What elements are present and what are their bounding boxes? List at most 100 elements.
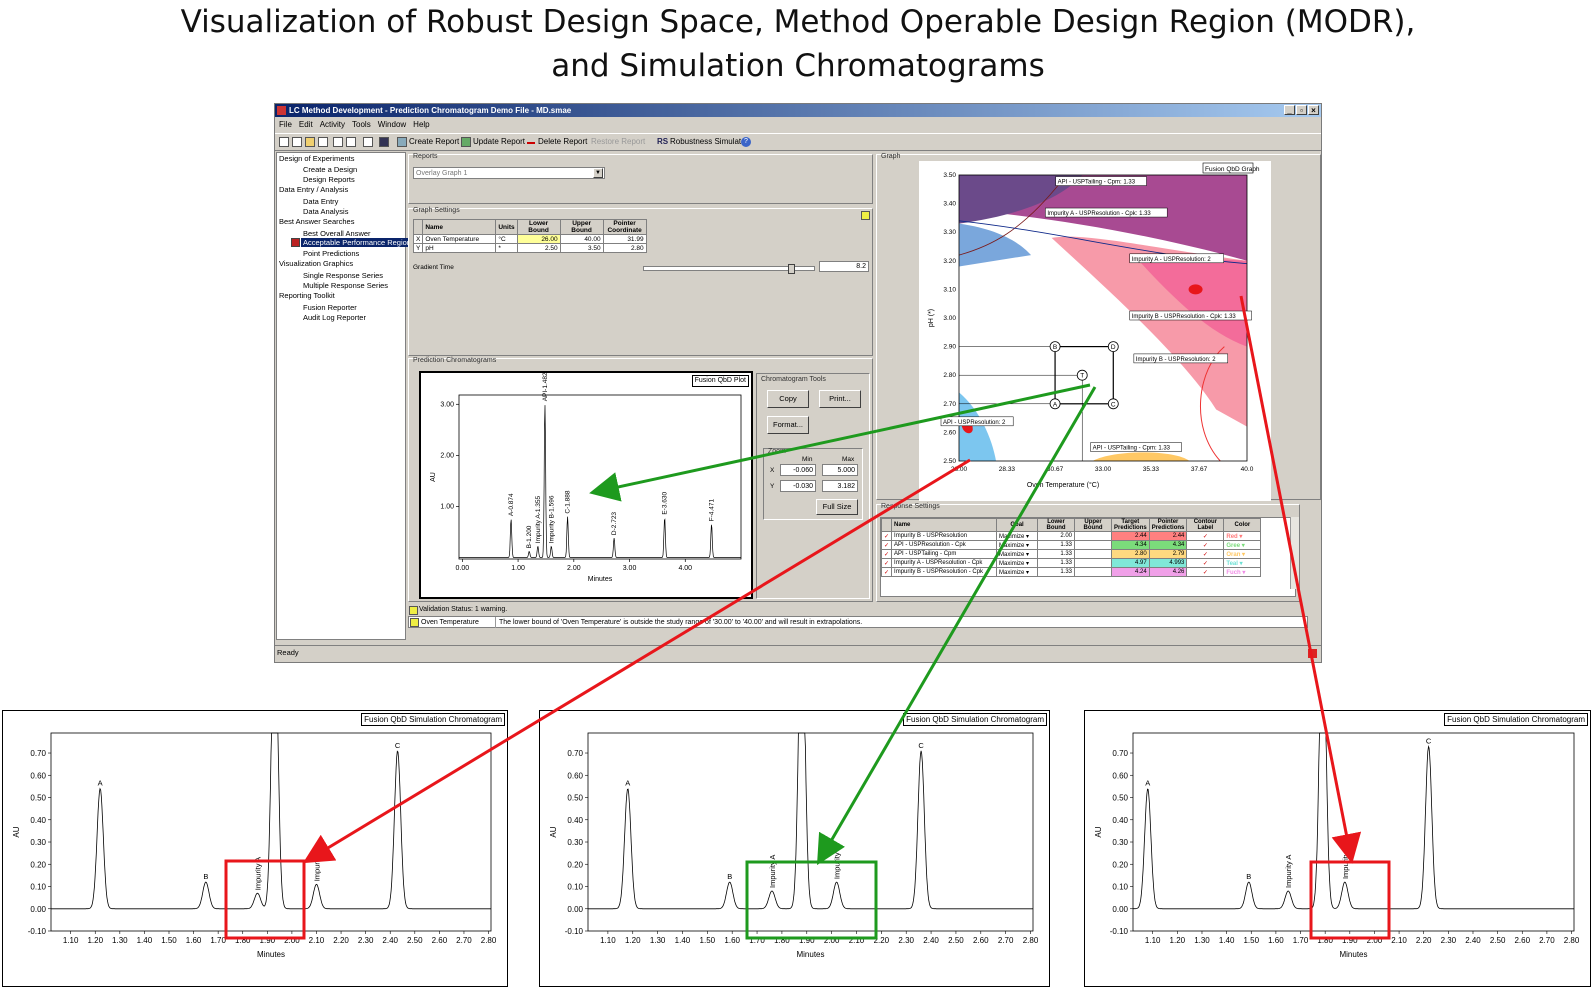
- checkbox-icon[interactable]: ✓: [881, 531, 893, 541]
- zoom-y-max-input[interactable]: 3.182: [822, 480, 858, 492]
- update-report-button[interactable]: Update Report: [473, 137, 526, 146]
- response-name[interactable]: Impurity B - USPResolution: [891, 531, 998, 541]
- response-name[interactable]: Impurity B - USPResolution - Cpk: [891, 567, 998, 577]
- update-report-icon[interactable]: [461, 137, 471, 147]
- upper-bound-y[interactable]: 3.50: [559, 243, 604, 253]
- response-lower[interactable]: 1.33: [1037, 540, 1076, 550]
- menu-activity[interactable]: Activity: [319, 120, 346, 129]
- validation-message-row[interactable]: Oven Temperature The lower bound of 'Ove…: [408, 616, 1308, 628]
- contour-label-check[interactable]: ✓: [1186, 549, 1225, 559]
- chevron-down-icon[interactable]: ▼: [593, 168, 603, 178]
- new-file-icon[interactable]: [279, 137, 289, 147]
- response-color[interactable]: Oran ▾: [1223, 549, 1262, 559]
- menu-window[interactable]: Window: [377, 120, 407, 129]
- response-lower[interactable]: 1.33: [1037, 558, 1076, 568]
- response-upper[interactable]: [1074, 531, 1113, 541]
- tree-item-fusion-reporter[interactable]: Fusion Reporter: [303, 303, 357, 312]
- response-name[interactable]: Impurity A - USPResolution - Cpk: [891, 558, 998, 568]
- copy-button[interactable]: Copy: [767, 390, 809, 408]
- response-lower[interactable]: 2.00: [1037, 531, 1076, 541]
- factor-name-x[interactable]: Oven Temperature: [422, 234, 497, 244]
- response-upper[interactable]: [1074, 567, 1113, 577]
- menu-tools[interactable]: Tools: [352, 120, 371, 129]
- menu-help[interactable]: Help: [413, 120, 430, 129]
- menu-edit[interactable]: Edit: [298, 120, 313, 129]
- response-goal[interactable]: Maximize ▾: [996, 549, 1039, 559]
- tree-group-data-entry[interactable]: Data Entry / Analysis: [279, 185, 349, 194]
- tree-item-acceptable-region[interactable]: Acceptable Performance Region: [301, 238, 413, 247]
- open-folder-icon[interactable]: [305, 137, 315, 147]
- tree-item-best-overall[interactable]: Best Overall Answer: [303, 229, 371, 238]
- tree-item-data-analysis[interactable]: Data Analysis: [303, 207, 349, 216]
- tree-item-create-design[interactable]: Create a Design: [303, 165, 358, 174]
- response-upper[interactable]: [1074, 558, 1113, 568]
- tree-group-reporting[interactable]: Reporting Toolkit: [279, 291, 335, 300]
- menu-file[interactable]: File: [279, 120, 292, 129]
- checkbox-icon[interactable]: ✓: [881, 540, 893, 550]
- response-upper[interactable]: [1074, 540, 1113, 550]
- create-report-icon[interactable]: [397, 137, 407, 147]
- response-upper[interactable]: [1074, 549, 1113, 559]
- slider-thumb[interactable]: [787, 264, 795, 274]
- pointer-x[interactable]: 31.99: [602, 234, 647, 244]
- template-icon[interactable]: [292, 137, 302, 147]
- help-icon[interactable]: ?: [741, 137, 751, 147]
- response-goal[interactable]: Maximize ▾: [996, 540, 1039, 550]
- create-report-button[interactable]: Create Report: [409, 137, 460, 146]
- delete-report-button[interactable]: Delete Report: [538, 137, 588, 146]
- gradient-slider[interactable]: [643, 264, 815, 274]
- zoom-x-max-input[interactable]: 5.000: [822, 464, 858, 476]
- grid-icon[interactable]: [346, 137, 356, 147]
- response-color[interactable]: Gree ▾: [1223, 540, 1262, 550]
- tree-group-doe[interactable]: Design of Experiments: [279, 154, 355, 163]
- format-button[interactable]: Format...: [767, 416, 809, 434]
- full-size-button[interactable]: Full Size: [816, 499, 858, 515]
- upper-bound-x[interactable]: 40.00: [559, 234, 604, 244]
- lower-bound-x[interactable]: 26.00: [516, 234, 561, 244]
- zoom-x-min-input[interactable]: -0.060: [780, 464, 816, 476]
- robustness-simulator-button[interactable]: Robustness Simulator: [670, 137, 749, 146]
- contour-label-check[interactable]: ✓: [1186, 558, 1225, 568]
- contour-label-check[interactable]: ✓: [1186, 540, 1225, 550]
- factor-name-y[interactable]: pH: [422, 243, 497, 253]
- contour-label-check[interactable]: ✓: [1186, 567, 1225, 577]
- tree-item-design-reports[interactable]: Design Reports: [303, 175, 355, 184]
- response-goal[interactable]: Maximize ▾: [996, 567, 1039, 577]
- pointer-y[interactable]: 2.80: [602, 243, 647, 253]
- tree-item-single-response[interactable]: Single Response Series: [303, 271, 384, 280]
- reports-select[interactable]: Overlay Graph 1: [413, 167, 605, 179]
- restore-icon[interactable]: ▫: [1296, 105, 1307, 115]
- tree-item-audit-log[interactable]: Audit Log Reporter: [303, 313, 366, 322]
- zoom-y-min-input[interactable]: -0.030: [780, 480, 816, 492]
- tree-group-best-answer[interactable]: Best Answer Searches: [279, 217, 355, 226]
- save-icon[interactable]: [318, 137, 328, 147]
- delete-report-icon[interactable]: [527, 142, 535, 144]
- tree-item-point-predictions[interactable]: Point Predictions: [303, 249, 360, 258]
- checkbox-icon[interactable]: ✓: [881, 567, 893, 577]
- response-lower[interactable]: 1.33: [1037, 567, 1076, 577]
- checkbox-icon[interactable]: ✓: [881, 549, 893, 559]
- stop-icon[interactable]: [1308, 649, 1317, 658]
- lower-bound-y[interactable]: 2.50: [516, 243, 561, 253]
- print-button[interactable]: Print...: [819, 390, 861, 408]
- print-icon[interactable]: [363, 137, 373, 147]
- display-icon[interactable]: [379, 137, 389, 147]
- checkbox-icon[interactable]: ✓: [881, 558, 893, 568]
- report-icon[interactable]: [333, 137, 343, 147]
- tree-item-data-entry[interactable]: Data Entry: [303, 197, 339, 206]
- minimize-icon[interactable]: _: [1284, 105, 1295, 115]
- contour-label-check[interactable]: ✓: [1186, 531, 1225, 541]
- response-name[interactable]: API - USPResolution - Cpk: [891, 540, 998, 550]
- tree-item-multiple-response[interactable]: Multiple Response Series: [303, 281, 389, 290]
- response-goal[interactable]: Maximize ▾: [996, 558, 1039, 568]
- tree-group-visualization[interactable]: Visualization Graphics: [279, 259, 354, 268]
- response-color[interactable]: Teal ▾: [1223, 558, 1262, 568]
- response-vertical-scrollbar[interactable]: [1290, 517, 1299, 589]
- close-icon[interactable]: ×: [1308, 105, 1319, 115]
- gradient-time-input[interactable]: 8.2: [819, 261, 869, 272]
- response-color[interactable]: Red ▾: [1223, 531, 1262, 541]
- response-goal[interactable]: Maximize ▾: [996, 531, 1039, 541]
- lock-icon[interactable]: [861, 211, 870, 220]
- response-lower[interactable]: 1.33: [1037, 549, 1076, 559]
- response-color[interactable]: Fuch ▾: [1223, 567, 1262, 577]
